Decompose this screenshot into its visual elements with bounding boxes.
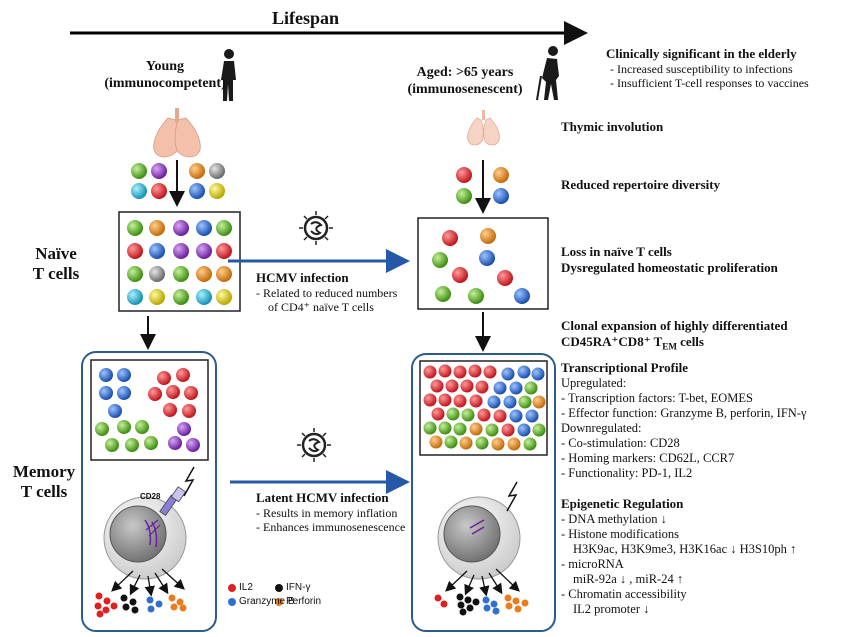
aged-cytokines [434, 593, 529, 616]
elderly-person-icon [536, 46, 559, 101]
clonal-expansion: Clonal expansion of highly differentiate… [561, 318, 788, 352]
young-naive-cells [127, 220, 232, 305]
young-repertoire-cells [131, 163, 225, 199]
clinical-section: Clinically significant in the elderly - … [606, 46, 809, 90]
lifespan-title: Lifespan [272, 8, 340, 28]
legend-ifn: IFN-γ [286, 582, 311, 593]
young-cytokines [94, 592, 187, 618]
young-person-icon [221, 49, 236, 101]
young-label: Young (immunocompetent) [104, 59, 226, 91]
thymic-involution: Thymic involution [561, 119, 664, 134]
naive-loss-section: Loss in naïve T cells Dysregulated homeo… [561, 244, 778, 275]
aged-repertoire-cells [456, 167, 509, 204]
aged-memory-cells [423, 364, 546, 451]
legend-il2: IL2 [239, 582, 253, 593]
reduced-repertoire: Reduced repertoire diversity [561, 177, 721, 192]
legend-granzyme: Granzyme B [239, 596, 295, 607]
aged-label: Aged: >65 years (immunosenescent) [407, 65, 523, 97]
transcriptional-profile: Transcriptional Profile Upregulated: - T… [561, 360, 807, 480]
young-memory-cells [95, 368, 200, 452]
cd28-label: CD28 [140, 492, 161, 501]
thymus-small-icon [467, 110, 500, 146]
thymus-large-icon [153, 108, 201, 158]
hcmv-virus-icon [299, 211, 333, 245]
aged-memory-t-cell [437, 481, 521, 580]
hcmv-infection-text: HCMV infection - Related to reduced numb… [256, 270, 398, 314]
legend-perforin: Perforin [286, 596, 322, 607]
epigenetic-regulation: Epigenetic Regulation - DNA methylation … [561, 496, 797, 616]
latent-hcmv-text: Latent HCMV infection - Results in memor… [256, 490, 406, 534]
memory-t-cells-label: Memory T cells [12, 462, 76, 501]
naive-t-cells-label: Naïve T cells [32, 244, 80, 283]
aged-naive-cells [432, 228, 530, 304]
latent-hcmv-virus-icon [297, 428, 331, 462]
young-memory-t-cell [103, 466, 195, 580]
